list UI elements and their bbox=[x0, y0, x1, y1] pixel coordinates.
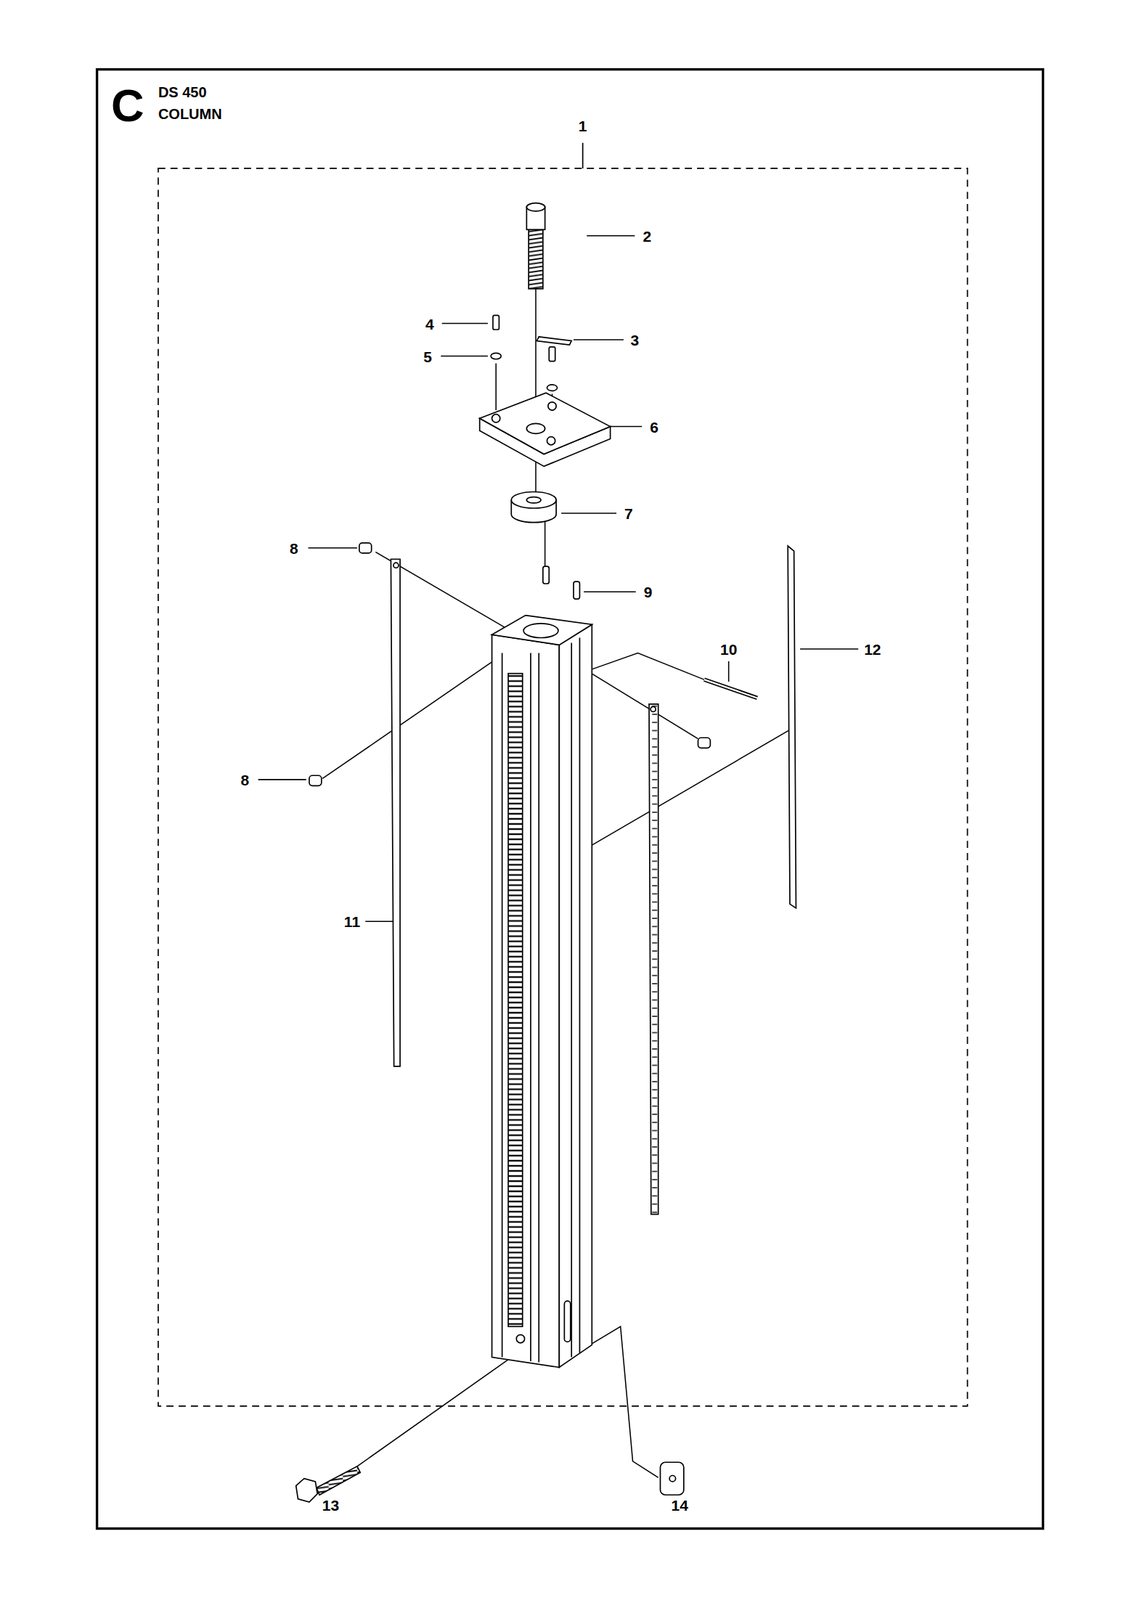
frame bbox=[97, 69, 1044, 1529]
parts bbox=[296, 203, 797, 1503]
callout-number: 8 bbox=[239, 771, 252, 788]
section-letter: C bbox=[109, 81, 146, 129]
callout-number: 12 bbox=[862, 641, 883, 658]
callout-number: 5 bbox=[421, 347, 434, 365]
callout-number: 14 bbox=[670, 1497, 690, 1514]
leader-lines bbox=[258, 235, 859, 1479]
callout-number: 4 bbox=[423, 315, 436, 332]
callout-number: 2 bbox=[641, 227, 653, 244]
callout-number: 9 bbox=[642, 583, 655, 601]
callout-number: 3 bbox=[629, 331, 642, 349]
callout-number: 6 bbox=[648, 418, 660, 435]
callout-number: 10 bbox=[718, 641, 739, 658]
callout-number: 7 bbox=[622, 505, 635, 522]
callout-number: 1 bbox=[577, 116, 589, 134]
callout-number: 8 bbox=[288, 539, 300, 557]
callout-number: 11 bbox=[342, 913, 362, 931]
callout-number: 13 bbox=[320, 1497, 341, 1514]
diagram-title: DS 450 COLUMN bbox=[158, 81, 231, 125]
